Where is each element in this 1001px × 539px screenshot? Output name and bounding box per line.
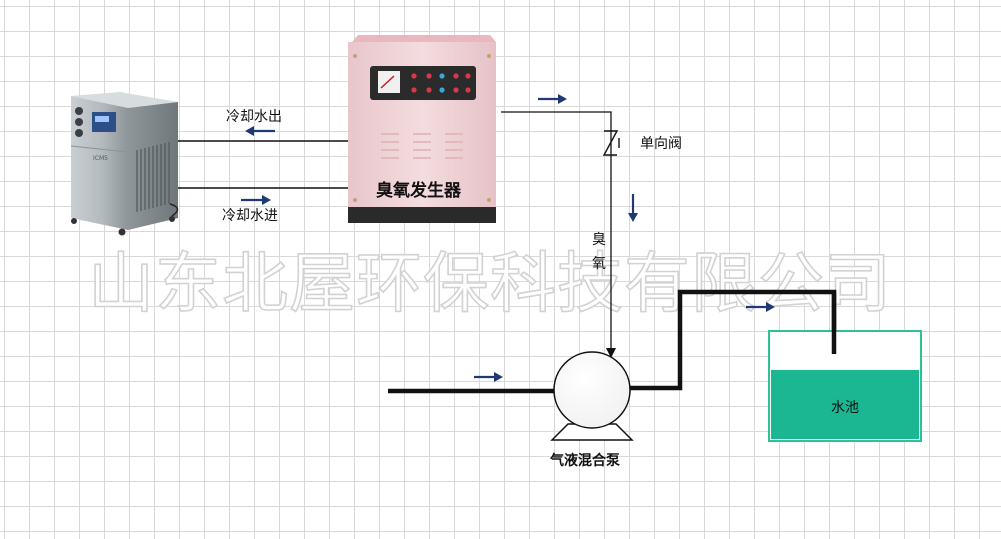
flow-arrow-icon xyxy=(746,302,775,312)
generator-label: 臭氧发生器 xyxy=(376,180,462,201)
ozone-line xyxy=(501,111,612,352)
flow-arrow-icon xyxy=(628,194,638,222)
pool-label: 水池 xyxy=(831,400,859,416)
flow-arrow-icon xyxy=(474,372,503,382)
ozone-line-arrowhead xyxy=(606,348,616,358)
check-valve-icon xyxy=(602,130,620,156)
ozone-label-2: 氧 xyxy=(592,256,606,272)
flow-arrow-icon xyxy=(241,195,271,205)
flow-arrow-icon xyxy=(538,94,567,104)
chiller-badge: ICM5 xyxy=(93,155,108,162)
coolant-out-label: 冷却水出 xyxy=(226,109,282,125)
check-valve-label: 单向阀 xyxy=(640,136,682,152)
chiller-unit-icon: ICM5 xyxy=(70,92,179,236)
ozone-generator-icon xyxy=(348,35,496,223)
flow-arrow-icon xyxy=(245,126,275,136)
pump-icon xyxy=(550,351,634,441)
water-pool-icon xyxy=(768,330,922,442)
pump-label: 气液混合泵 xyxy=(549,452,620,469)
coolant-in-label: 冷却水进 xyxy=(222,208,278,224)
ozone-label-1: 臭 xyxy=(592,232,606,248)
company-watermark: 山东北屋环保科技有限公司 xyxy=(88,245,892,322)
